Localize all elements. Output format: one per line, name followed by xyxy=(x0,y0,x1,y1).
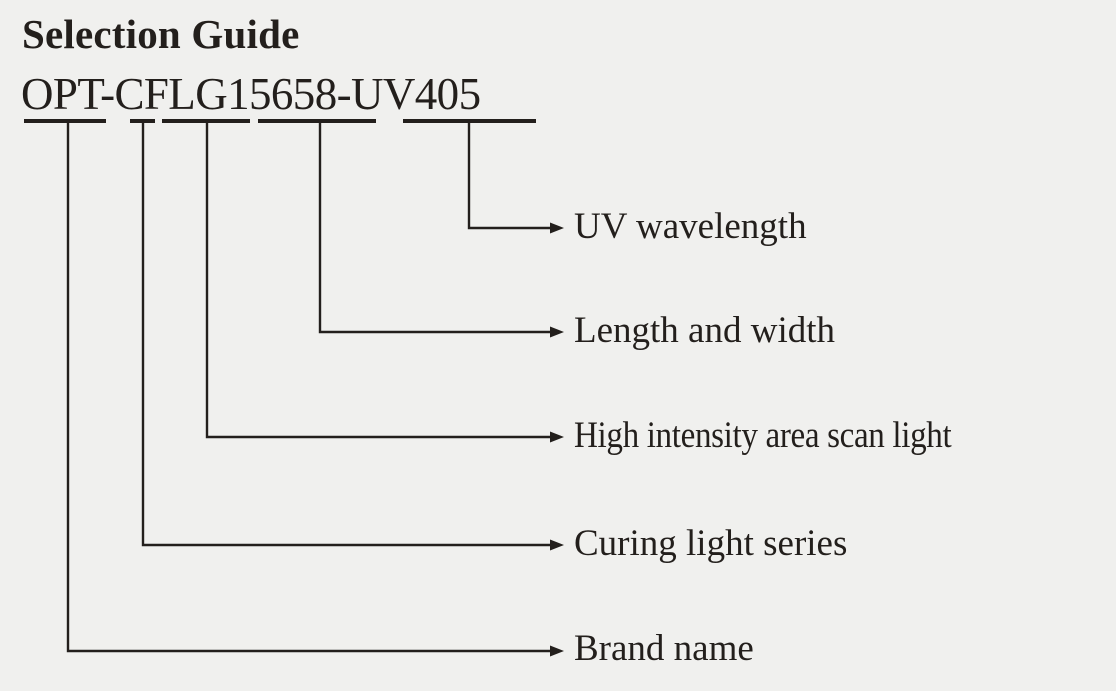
leader-line-high-intensity xyxy=(205,121,552,439)
leader-line-brand-name xyxy=(66,121,552,653)
leader-line-length-width xyxy=(318,121,552,334)
arrowhead-icon-high-intensity xyxy=(550,431,564,443)
callout-label-brand-name: Brand name xyxy=(574,628,754,669)
arrowhead-icon-uv-wavelength xyxy=(550,222,564,234)
callout-arrowheads xyxy=(550,222,564,657)
arrowhead-icon-brand-name xyxy=(550,645,564,657)
page-title: Selection Guide xyxy=(22,11,300,57)
callout-label-curing-light-series: Curing light series xyxy=(574,523,848,564)
arrowhead-icon-length-width xyxy=(550,326,564,338)
arrowhead-icon-curing-light-series xyxy=(550,539,564,551)
leader-line-uv-wavelength xyxy=(467,121,552,230)
leader-line-curing-light-series xyxy=(141,121,552,547)
callout-label-length-width: Length and width xyxy=(574,310,836,351)
part-number-code: OPT-CFLG15658-UV405 xyxy=(21,69,481,119)
callout-label-high-intensity: High intensity area scan light xyxy=(574,415,952,456)
callout-leader-lines xyxy=(66,121,552,653)
callout-label-uv-wavelength: UV wavelength xyxy=(574,206,807,247)
